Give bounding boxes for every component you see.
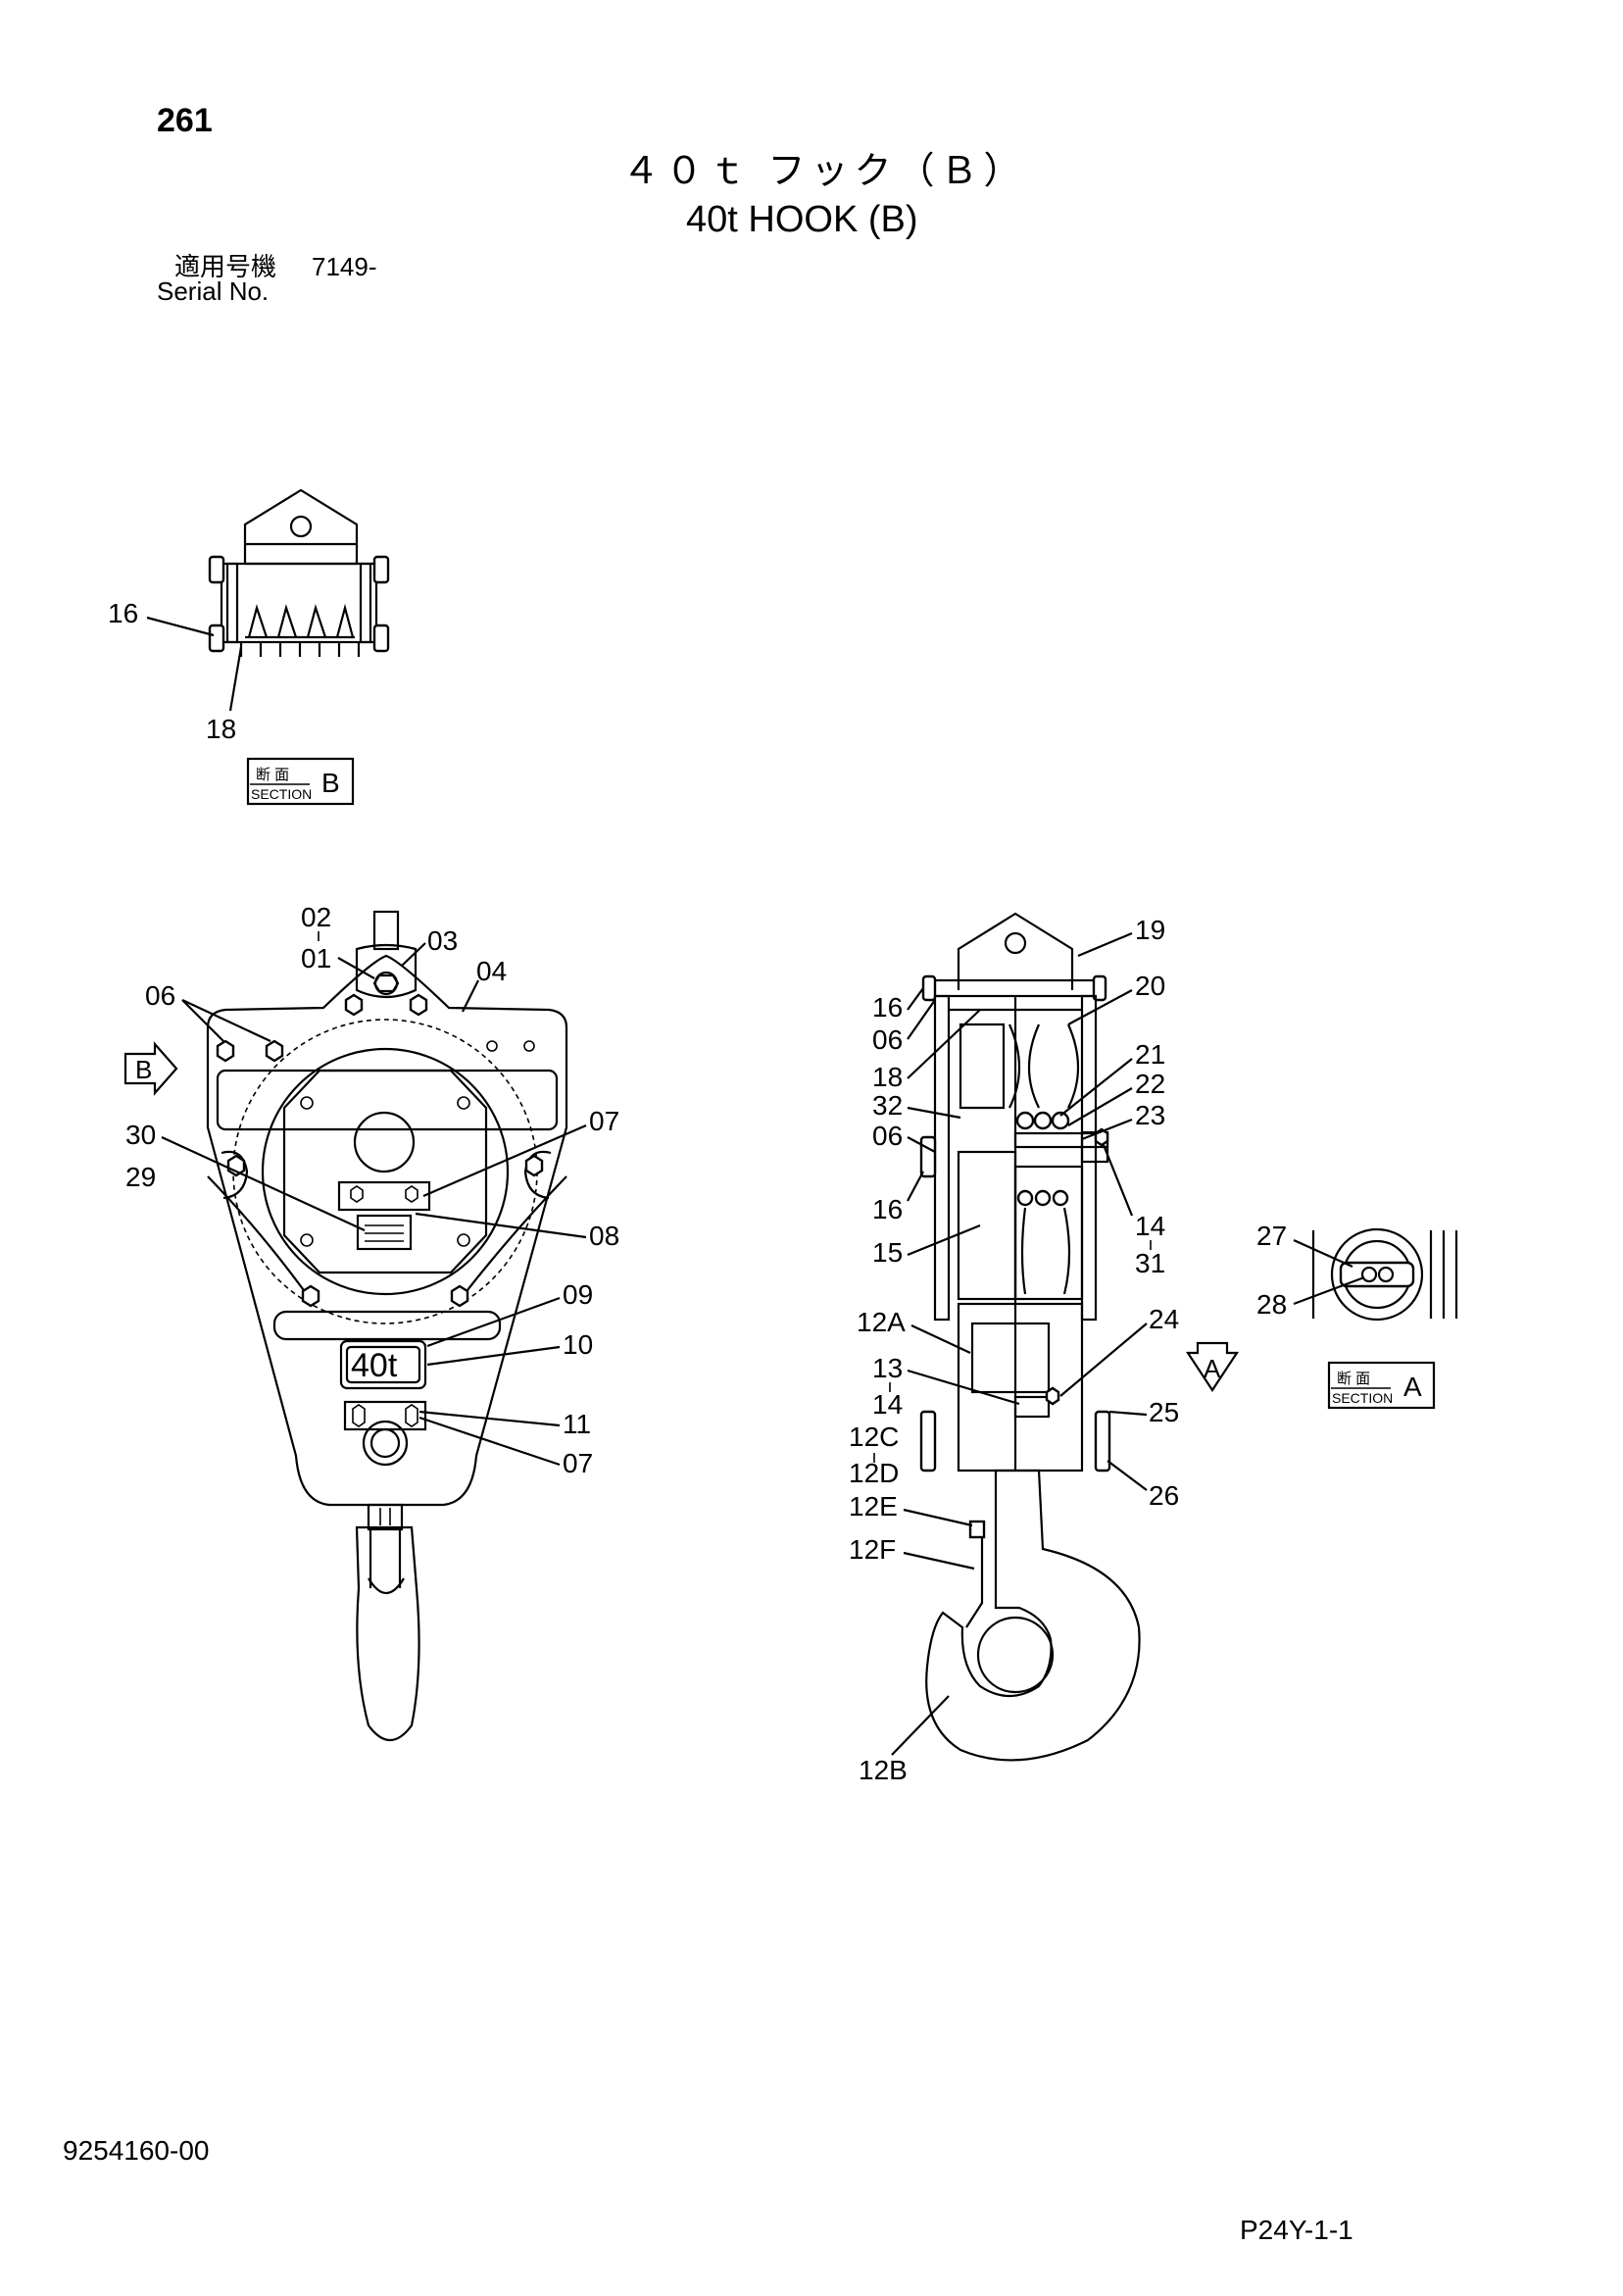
callout-12D-side: 12D — [849, 1458, 899, 1488]
callout-06a-side: 06 — [872, 1024, 903, 1055]
section-b-letter: B — [321, 768, 340, 798]
callout-13-side: 13 — [872, 1353, 903, 1383]
callout-07b-front: 07 — [563, 1448, 593, 1478]
callout-03-front: 03 — [427, 925, 458, 956]
callout-14b-side: 14 — [872, 1389, 903, 1420]
callout-22-side: 22 — [1135, 1069, 1165, 1099]
callout-27-seca: 27 — [1256, 1221, 1287, 1251]
callout-19-side: 19 — [1135, 915, 1165, 945]
callout-23-side: 23 — [1135, 1100, 1165, 1130]
section-b-tag: 断 面 SECTION B — [246, 757, 355, 806]
section-a-letter: A — [1403, 1372, 1422, 1402]
callout-12E-side: 12E — [849, 1491, 898, 1522]
callout-09-front: 09 — [563, 1279, 593, 1310]
leader-18-secb — [228, 646, 243, 712]
callout-14a-side: 14 — [1135, 1211, 1165, 1241]
serial-value: 7149- — [312, 252, 377, 281]
front-view: 40t — [206, 910, 568, 1741]
callout-21-side: 21 — [1135, 1039, 1165, 1070]
callout-08-front: 08 — [589, 1221, 619, 1251]
callout-12C-side: 12C — [849, 1422, 899, 1452]
callout-28-seca: 28 — [1256, 1289, 1287, 1320]
view-b-arrow: B — [123, 1041, 178, 1096]
callout-24-side: 24 — [1149, 1304, 1179, 1334]
callout-11-front: 11 — [563, 1409, 591, 1439]
callout-12F-side: 12F — [849, 1534, 896, 1565]
callout-16a-side: 16 — [872, 992, 903, 1023]
view-a-arrow: A — [1185, 1341, 1240, 1393]
section-a-tag: 断 面 SECTION A — [1327, 1361, 1436, 1410]
callout-10-front: 10 — [563, 1329, 593, 1360]
callout-18-secb: 18 — [206, 714, 236, 744]
callout-07a-front: 07 — [589, 1106, 619, 1136]
drawing-number: 9254160-00 — [63, 2135, 209, 2166]
callout-02-front: 02 — [301, 902, 331, 932]
callout-01-front: 01 — [301, 943, 331, 973]
callout-26-side: 26 — [1149, 1480, 1179, 1511]
title-jp: ４０ｔ フック（Ｂ） — [622, 151, 1027, 192]
page-number: 261 — [157, 102, 213, 139]
section-a-jp: 断 面 — [1337, 1371, 1370, 1387]
callout-06-front: 06 — [145, 980, 175, 1011]
callout-12B-side: 12B — [859, 1755, 908, 1785]
callout-25-side: 25 — [1149, 1397, 1179, 1427]
callout-18-side: 18 — [872, 1062, 903, 1092]
section-a-en: SECTION — [1332, 1390, 1393, 1406]
leader-16-secb — [146, 616, 215, 637]
section-a-view — [1311, 1227, 1458, 1322]
view-b-arrow-letter: B — [135, 1055, 152, 1084]
capacity-plate-text: 40t — [351, 1347, 398, 1384]
callout-20-side: 20 — [1135, 971, 1165, 1001]
callout-15-side: 15 — [872, 1237, 903, 1268]
page-code: P24Y-1-1 — [1240, 2215, 1353, 2245]
callout-06b-side: 06 — [872, 1121, 903, 1151]
section-b-en: SECTION — [251, 786, 312, 802]
serial-label-en: Serial No. — [157, 276, 269, 306]
callout-31-side: 31 — [1135, 1248, 1165, 1278]
section-b-jp: 断 面 — [256, 767, 289, 783]
section-b-view — [208, 488, 390, 657]
callout-16b-side: 16 — [872, 1194, 903, 1224]
title-en: 40t HOOK (B) — [686, 199, 918, 240]
view-a-arrow-letter: A — [1204, 1354, 1221, 1383]
side-view — [919, 912, 1141, 1762]
callout-30-front: 30 — [125, 1120, 156, 1150]
callout-29-front: 29 — [125, 1162, 156, 1192]
callout-04-front: 04 — [476, 956, 507, 986]
serial-label-jp: 適用号機 — [174, 252, 276, 281]
callout-12A-side: 12A — [857, 1307, 906, 1337]
callout-16-secb: 16 — [108, 598, 138, 628]
callout-32-side: 32 — [872, 1090, 903, 1121]
